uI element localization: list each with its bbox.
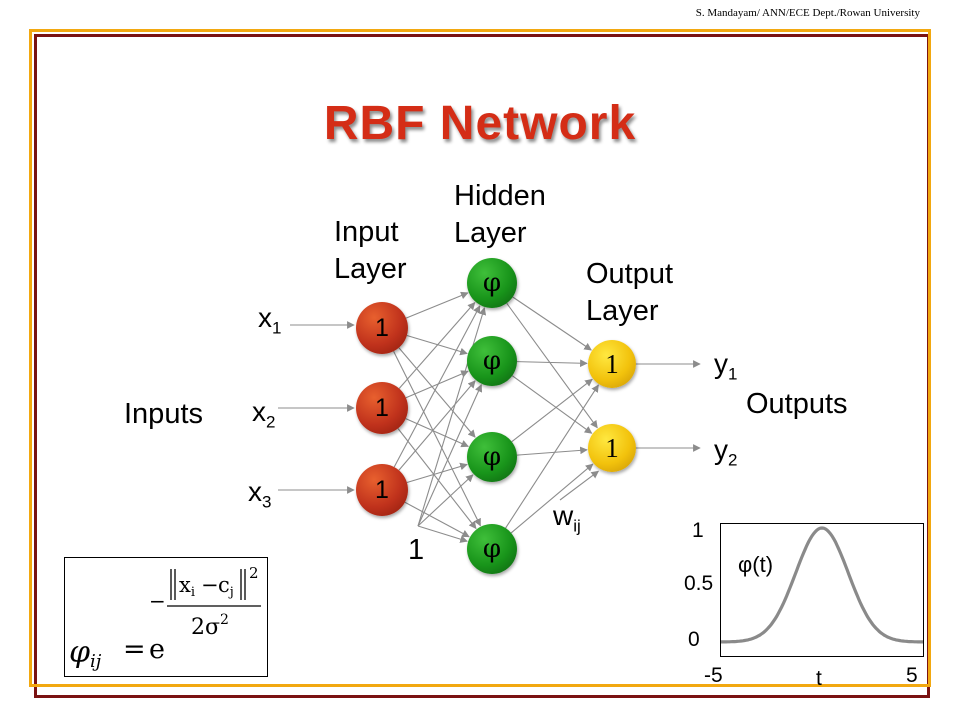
plot-y-tick-0-5: 0.5 <box>684 572 714 595</box>
input-symbol-x1: x1 <box>258 302 281 339</box>
input-symbol-sub: 1 <box>272 318 282 338</box>
output-symbol-main: y <box>714 434 728 465</box>
conn-hid3-out2 <box>516 446 588 456</box>
slide-frame-inner <box>29 29 931 687</box>
credit-line: S. Mandayam/ ANN/ECE Dept./Rowan Univers… <box>695 7 920 19</box>
hidden-layer-label-line2: Layer <box>454 217 527 249</box>
plot-x-label-t: t <box>816 667 822 690</box>
input-symbol-sub: 2 <box>266 412 276 432</box>
rbf-formula-svg: φij = e − xi − cj 2 2σ2 <box>69 564 261 672</box>
output-layer-label: Output Layer <box>586 256 673 330</box>
conn-bias-hid3 <box>417 474 474 527</box>
conn-in2-hid1 <box>398 301 476 389</box>
output-symbol-sub: 1 <box>728 364 738 384</box>
outputs-label: Outputs <box>746 388 848 420</box>
conn-in2-hid2 <box>405 370 469 399</box>
output-symbol-y2: y2 <box>714 434 737 471</box>
conn-hid4-out2 <box>510 463 594 534</box>
input-layer-label: Input Layer <box>334 214 407 288</box>
input-layer-label-line1: Input <box>334 216 399 248</box>
rbf-formula: φij = e − xi − cj 2 2σ2 <box>64 557 268 677</box>
output-symbol-y1: y1 <box>714 348 737 385</box>
conn-hid3-out1 <box>511 378 593 443</box>
gaussian-curve <box>721 526 923 644</box>
conn-in3-hid3 <box>406 462 468 484</box>
input-node-1: 1 <box>356 302 408 354</box>
hidden-node-3: φ <box>467 432 517 482</box>
formula-norm-xi: xi <box>179 573 195 600</box>
input-symbol-x3: x3 <box>248 476 271 513</box>
output-node-2: 1 <box>588 424 636 472</box>
conn-in2-hid4 <box>397 428 477 530</box>
input-symbol-main: x <box>248 476 262 507</box>
input-node-2: 1 <box>356 382 408 434</box>
gaussian-plot-svg <box>721 526 923 644</box>
conn-bias-hid4 <box>417 525 468 543</box>
conn-in1-hid2 <box>406 334 468 356</box>
input-symbol-x2: x2 <box>252 396 275 433</box>
plot-y-tick-1: 1 <box>692 519 704 542</box>
hidden-node-2: φ <box>467 336 517 386</box>
conn-bias-hid2 <box>417 384 483 527</box>
output-node-1: 1 <box>588 340 636 388</box>
output-symbol-main: y <box>714 348 728 379</box>
conn-weight-pointer <box>559 470 600 501</box>
bias-label: 1 <box>408 534 425 566</box>
formula-denominator: 2σ2 <box>191 612 229 640</box>
input-symbol-main: x <box>252 396 266 427</box>
conn-hid1-out2 <box>506 302 598 429</box>
formula-norm-cj: cj <box>218 573 234 600</box>
weights-label-main: w <box>553 500 574 531</box>
formula-num-exp: 2 <box>249 564 259 582</box>
conn-hid2-out2 <box>511 375 593 434</box>
conn-in3-hid1 <box>393 305 481 468</box>
conn-bias-hid1 <box>417 307 487 527</box>
hidden-node-4: φ <box>467 524 517 574</box>
formula-minus: − <box>149 589 166 613</box>
hidden-layer-label-line1: Hidden <box>454 180 546 212</box>
hidden-node-1: φ <box>467 258 517 308</box>
conn-hid4-out1 <box>505 384 599 529</box>
conn-in3-hid2 <box>398 380 476 471</box>
formula-lhs: φij <box>69 635 102 672</box>
conn-hid2-out1 <box>516 359 588 368</box>
input-symbol-sub: 3 <box>262 492 272 512</box>
plot-y-tick-0: 0 <box>688 628 700 651</box>
conn-in2-hid3 <box>405 418 469 448</box>
input-node-3: 1 <box>356 464 408 516</box>
formula-norm-minus: − <box>201 573 219 597</box>
weights-label: wij <box>553 500 581 537</box>
formula-equals: = <box>123 634 146 665</box>
plot-x-tick-5: 5 <box>906 664 918 687</box>
hidden-layer-label: Hidden Layer <box>454 178 546 252</box>
conn-hid1-out1 <box>512 296 592 351</box>
conn-in3-hid4 <box>404 501 470 538</box>
conn-in1-hid3 <box>398 347 476 438</box>
formula-base-e: e <box>149 634 165 665</box>
weights-label-sub: ij <box>573 516 581 536</box>
input-layer-label-line2: Layer <box>334 253 407 285</box>
gaussian-plot <box>720 523 924 657</box>
inputs-label: Inputs <box>124 398 203 430</box>
plot-x-tick-neg5: -5 <box>704 664 723 687</box>
plot-curve-label: φ(t) <box>738 552 774 577</box>
conn-in1-hid4 <box>393 351 481 527</box>
output-layer-label-line1: Output <box>586 258 674 290</box>
input-symbol-main: x <box>258 302 272 333</box>
slide-title: RBF Network <box>323 97 637 150</box>
conn-in1-hid1 <box>405 291 469 319</box>
output-symbol-sub: 2 <box>728 450 738 470</box>
output-layer-label-line2: Layer <box>586 295 659 327</box>
